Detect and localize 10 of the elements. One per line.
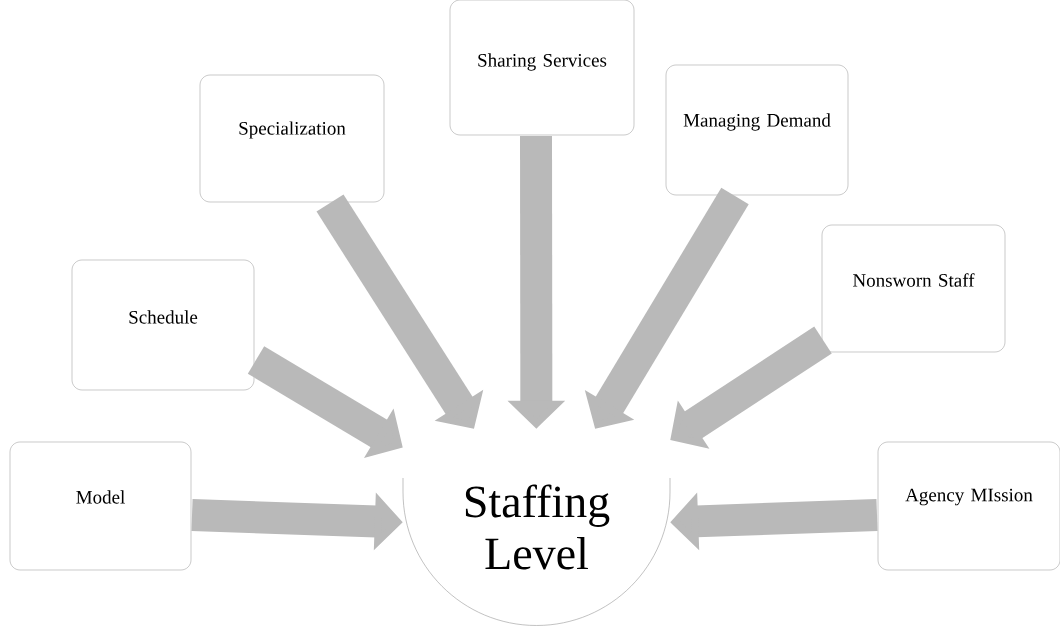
rounded-box: Sharing Services [449, 0, 635, 136]
rounded-box: Agency MIssion [877, 441, 1060, 571]
block-arrow [670, 326, 832, 449]
rounded-box: Schedule [71, 259, 255, 391]
block-arrow [316, 194, 484, 429]
semicircle-node: Staffing Level [402, 477, 671, 626]
rounded-box: Managing Demand [665, 64, 849, 196]
rounded-box: Specialization [199, 74, 385, 203]
rounded-box: Nonsworn Staff [821, 224, 1006, 353]
rounded-box: Model [9, 441, 192, 571]
